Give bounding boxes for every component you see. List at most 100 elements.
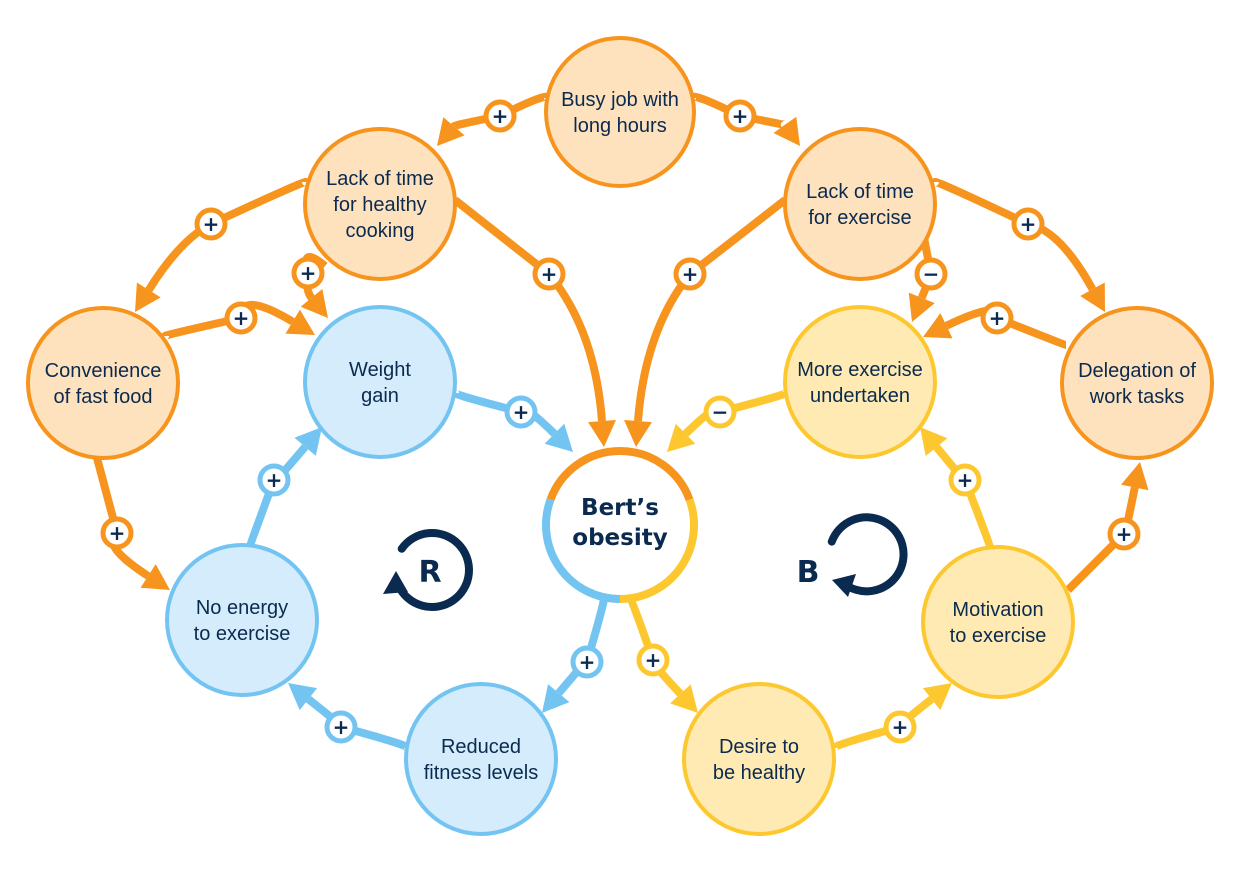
link-berts-obesity-to-desire-healthy[interactable]: +	[626, 595, 698, 713]
plus-icon: +	[492, 104, 509, 128]
node-circle	[165, 543, 319, 697]
plus-icon: +	[109, 521, 126, 545]
arrowhead-icon	[920, 427, 948, 456]
node-label-line: to exercise	[194, 623, 291, 645]
arrowhead-icon	[670, 684, 698, 713]
positive-polarity-badge: +	[1107, 517, 1141, 551]
positive-polarity-badge: +	[723, 99, 757, 133]
polarity-badge-ring	[224, 301, 258, 335]
link-lack-time-cooking-to-convenience-fast-food[interactable]: +	[135, 177, 310, 312]
loop-letter-b: B	[797, 555, 820, 590]
plus-icon: +	[1020, 212, 1037, 236]
arrowhead-icon	[285, 309, 315, 335]
node-label-line: Reduced	[441, 736, 521, 758]
node-label-line: Desire to	[719, 736, 799, 758]
link-busy-job-to-lack-time-exercise[interactable]: +	[688, 92, 800, 146]
polarity-badge-ring	[324, 710, 358, 744]
node-label-line: More exercise	[797, 359, 923, 381]
plus-icon: +	[645, 648, 662, 672]
loop-indicator-balancing: B	[797, 513, 908, 597]
polarity-badge-ring	[883, 710, 917, 744]
plus-icon: +	[333, 715, 350, 739]
arrowhead-icon	[773, 116, 800, 146]
link-line	[93, 456, 151, 580]
link-motivation-exercise-to-more-exercise[interactable]: +	[920, 427, 994, 548]
positive-polarity-badge: +	[324, 710, 358, 744]
positive-polarity-badge: +	[194, 207, 228, 241]
arrowhead-icon	[588, 420, 616, 447]
arrowhead-icon	[667, 423, 696, 452]
link-lack-time-exercise-to-berts-obesity[interactable]: +	[624, 196, 788, 447]
positive-polarity-badge: +	[291, 256, 325, 290]
node-label-line: of fast food	[54, 386, 153, 408]
link-berts-obesity-to-reduced-fitness[interactable]: +	[542, 596, 609, 713]
node-circle	[1060, 306, 1214, 460]
link-convenience-fast-food-to-no-energy-exercise[interactable]: +	[93, 456, 170, 590]
link-line	[145, 177, 310, 293]
plus-icon: +	[1116, 522, 1133, 546]
node-reduced-fitness[interactable]: Reduced fitness levels	[404, 682, 558, 836]
loop-letter-r: R	[418, 555, 441, 590]
link-line	[634, 196, 788, 422]
positive-polarity-badge: +	[257, 463, 291, 497]
link-more-exercise-to-berts-obesity[interactable]: −	[667, 389, 790, 452]
arrowhead-icon	[923, 313, 953, 339]
node-circle	[921, 545, 1075, 699]
node-circle	[783, 305, 937, 459]
plus-icon: +	[266, 468, 283, 492]
node-label-line: fitness levels	[424, 762, 539, 784]
link-no-energy-exercise-to-weight-gain[interactable]: +	[246, 427, 322, 548]
plus-icon: +	[989, 306, 1006, 330]
link-lack-time-exercise-to-delegation-work-tasks[interactable]: +	[931, 177, 1105, 312]
link-delegation-work-tasks-to-more-exercise[interactable]: +	[923, 301, 1068, 349]
polarity-badge-ring	[636, 643, 670, 677]
link-convenience-fast-food-to-weight-gain[interactable]: +	[161, 300, 315, 340]
polarity-badge-ring	[1107, 517, 1141, 551]
center-node[interactable]: Bert’s obesity	[542, 447, 698, 603]
node-label-line: for healthy	[333, 194, 426, 216]
node-label-line: to exercise	[950, 625, 1047, 647]
node-label-line: Delegation of	[1078, 360, 1196, 382]
loop-indicator-reinforcing: R	[383, 529, 473, 611]
plus-icon: +	[233, 306, 250, 330]
plus-icon: +	[732, 104, 749, 128]
node-label-line: for exercise	[808, 207, 911, 229]
loop-arrowhead-icon	[383, 571, 408, 594]
link-lack-time-cooking-to-weight-gain[interactable]: +	[291, 253, 328, 318]
node-circle	[682, 682, 836, 836]
link-lack-time-cooking-to-berts-obesity[interactable]: +	[452, 196, 616, 447]
polarity-badge-ring	[1011, 207, 1045, 241]
positive-polarity-badge: +	[1011, 207, 1045, 241]
positive-polarity-badge: +	[636, 643, 670, 677]
node-label-line: long hours	[573, 115, 666, 137]
link-motivation-exercise-to-delegation-work-tasks[interactable]: +	[1065, 462, 1149, 593]
link-weight-gain-to-berts-obesity[interactable]: +	[451, 389, 573, 452]
node-label-line: Lack of time	[326, 168, 434, 190]
positive-polarity-badge: +	[483, 99, 517, 133]
center-node-label-line-2: obesity	[572, 525, 667, 551]
loop-arrowhead-icon	[832, 574, 856, 597]
link-busy-job-to-lack-time-cooking[interactable]: +	[437, 92, 552, 146]
polarity-badge-ring	[532, 257, 566, 291]
positive-polarity-badge: +	[224, 301, 258, 335]
plus-icon: +	[203, 212, 220, 236]
arrowhead-icon	[135, 282, 161, 312]
minus-icon: −	[923, 262, 940, 286]
link-reduced-fitness-to-no-energy-exercise[interactable]: +	[288, 683, 412, 752]
plus-icon: +	[300, 261, 317, 285]
arrowhead-icon	[1121, 462, 1149, 491]
link-desire-healthy-to-motivation-exercise[interactable]: +	[830, 683, 952, 752]
center-ring-orange	[546, 447, 694, 502]
